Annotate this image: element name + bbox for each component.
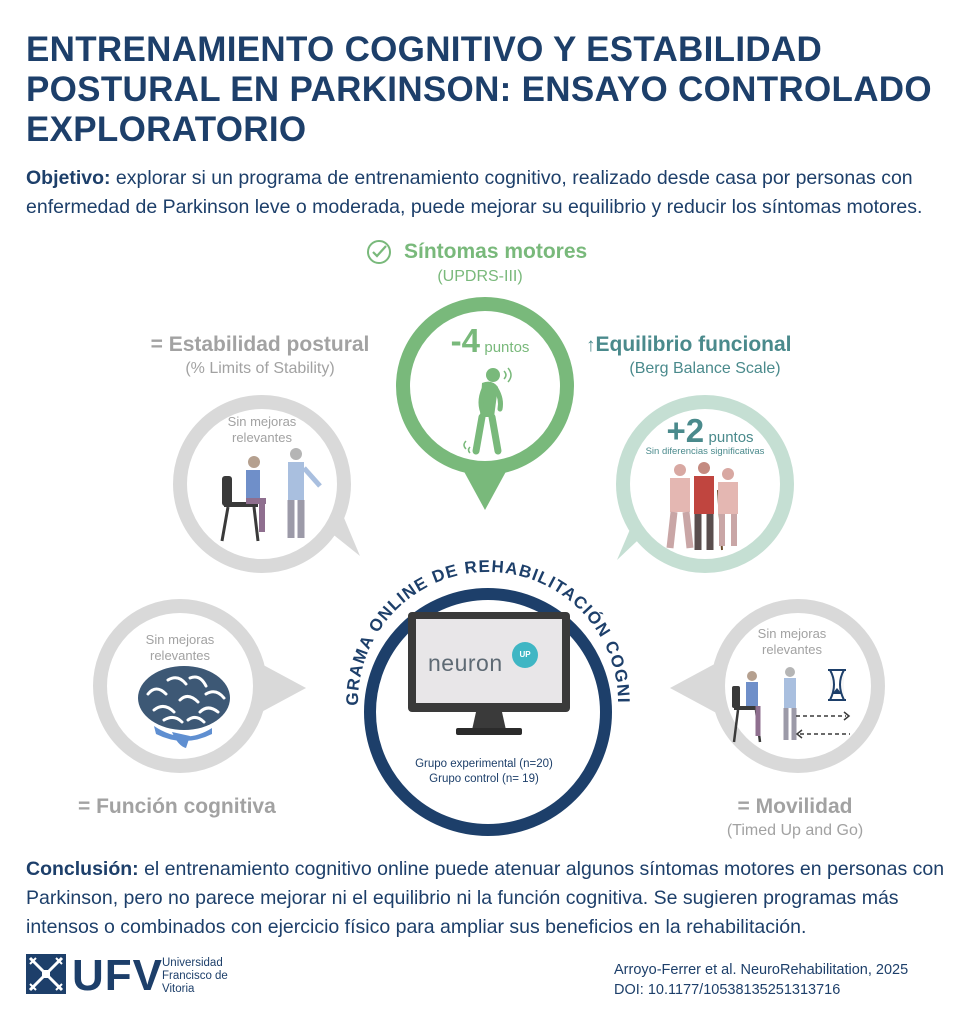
mobility-bubble-text: Sin mejoras relevantes bbox=[742, 626, 842, 658]
page-title: ENTRENAMIENTO COGNITIVO Y ESTABILIDAD PO… bbox=[26, 30, 932, 149]
mobility-text-2: relevantes bbox=[762, 642, 822, 657]
motor-value: -4 bbox=[450, 322, 480, 359]
citation-line-2: DOI: 10.1177/10538135251313716 bbox=[614, 982, 841, 998]
timed-up-go-icon bbox=[732, 667, 851, 743]
balance-title: Equilibrio funcional bbox=[595, 333, 792, 356]
check-circle-icon bbox=[367, 240, 391, 264]
stooped-person-icon bbox=[463, 367, 512, 455]
postural-title: = Estabilidad postural bbox=[150, 333, 370, 356]
ufv-fullname: Universidad Francisco de Vitoria bbox=[162, 957, 252, 996]
ufv-wordmark: UFV bbox=[72, 951, 163, 1000]
motor-value-row: -4 puntos bbox=[430, 322, 550, 360]
neuronup-badge: UP bbox=[512, 642, 538, 668]
neuronup-badge-text: UP bbox=[519, 650, 531, 659]
ufv-line-3: Vitoria bbox=[162, 983, 195, 995]
neuron-wordmark: neuron bbox=[428, 650, 503, 676]
objective-text: explorar si un programa de entrenamiento… bbox=[26, 167, 923, 218]
mobility-subtitle: (Timed Up and Go) bbox=[726, 822, 864, 839]
citation-line-1: Arroyo-Ferrer et al. NeuroRehabilitation… bbox=[614, 962, 909, 978]
conclusion-text: el entrenamiento cognitivo online puede … bbox=[26, 858, 945, 938]
ufv-emblem-icon bbox=[26, 954, 66, 994]
motor-header: Síntomas motores bbox=[360, 238, 620, 266]
postural-text-2: relevantes bbox=[232, 430, 292, 445]
groups-text: Grupo experimental (n=20) Grupo control … bbox=[394, 757, 574, 787]
postural-subtitle: (% Limits of Stability) bbox=[185, 360, 335, 377]
cognitive-text-2: relevantes bbox=[150, 648, 210, 663]
seated-and-standing-people-icon bbox=[220, 448, 322, 542]
monitor-icon bbox=[408, 612, 570, 735]
ufv-line-2: Francisco de bbox=[162, 970, 228, 982]
balance-value-row: +2 puntos bbox=[640, 412, 780, 450]
arrow-up-icon: ↑ bbox=[586, 335, 596, 356]
neuronup-logo: neuron UP bbox=[428, 642, 538, 684]
conclusion-label: Conclusión: bbox=[26, 858, 139, 880]
postural-bubble-text: Sin mejoras relevantes bbox=[212, 414, 312, 446]
group-control: Grupo control (n= 19) bbox=[429, 773, 539, 785]
balance-header: ↑Equilibrio funcional bbox=[586, 333, 826, 357]
cognitive-text-1: Sin mejoras bbox=[145, 632, 215, 647]
balance-value: +2 bbox=[666, 412, 705, 449]
postural-text-1: Sin mejoras bbox=[227, 414, 297, 429]
ufv-line-1: Universidad bbox=[162, 957, 223, 969]
walking-group-icon bbox=[666, 462, 738, 551]
motor-subtitle: (UPDRS-III) bbox=[437, 268, 523, 285]
balance-subtitle: (Berg Balance Scale) bbox=[629, 360, 781, 377]
objective-paragraph: Objetivo: explorar si un programa de ent… bbox=[26, 164, 946, 222]
brain-icon bbox=[138, 666, 230, 748]
objective-label: Objetivo: bbox=[26, 167, 111, 189]
conclusion-paragraph: Conclusión: el entrenamiento cognitivo o… bbox=[26, 855, 946, 942]
cognitive-bubble-text: Sin mejoras relevantes bbox=[130, 632, 230, 664]
motor-title: Síntomas motores bbox=[404, 240, 588, 263]
motor-unit: puntos bbox=[484, 339, 530, 356]
mobility-text-1: Sin mejoras bbox=[757, 626, 827, 641]
group-experimental: Grupo experimental (n=20) bbox=[415, 758, 553, 770]
cognitive-title: = Función cognitiva bbox=[78, 795, 276, 818]
balance-unit: puntos bbox=[708, 429, 754, 446]
balance-note: Sin diferencias significativas bbox=[645, 446, 765, 457]
citation: Arroyo-Ferrer et al. NeuroRehabilitation… bbox=[614, 960, 908, 1000]
mobility-title: = Movilidad bbox=[737, 795, 853, 818]
